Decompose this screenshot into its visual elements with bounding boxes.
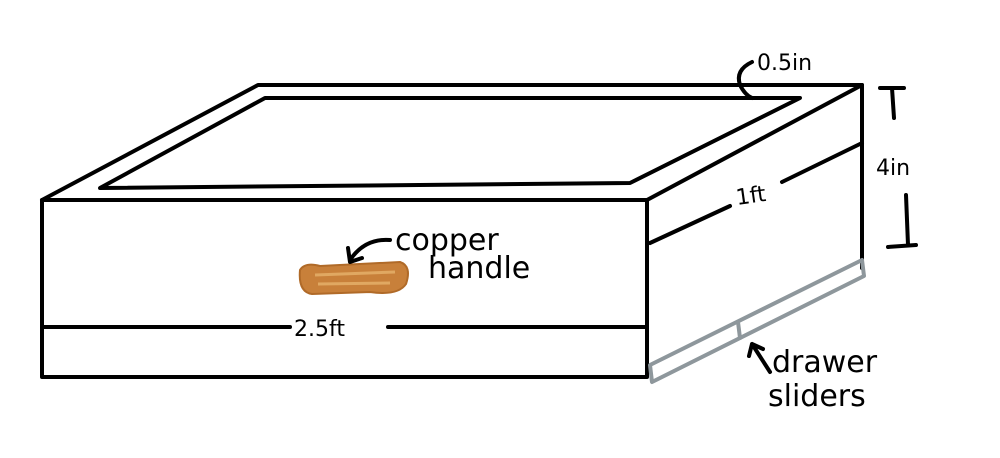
top-face bbox=[40, 83, 864, 202]
box-outline bbox=[40, 83, 864, 379]
rim-arrow bbox=[736, 60, 754, 100]
handle-label-line1: copper bbox=[395, 223, 499, 258]
height-bracket-bottom bbox=[886, 193, 918, 249]
rim-thickness-label: 0.5in bbox=[757, 51, 812, 76]
slider-rail bbox=[648, 258, 866, 384]
slider-joint bbox=[736, 320, 742, 340]
height-label: 4in bbox=[876, 156, 910, 181]
side-divider-right bbox=[780, 141, 864, 184]
handle-body bbox=[298, 260, 409, 296]
sliders-label-line1: drawer bbox=[772, 345, 878, 380]
annotations: 2.5ft 1ft 0.5in 4in copper handle drawer… bbox=[294, 51, 918, 414]
copper-handle bbox=[298, 260, 409, 296]
front-face bbox=[40, 198, 649, 379]
width-label: 2.5ft bbox=[294, 317, 345, 342]
handle-arrow bbox=[346, 237, 392, 264]
depth-label: 1ft bbox=[734, 182, 768, 211]
top-inner-rim bbox=[98, 96, 802, 190]
side-divider-left bbox=[648, 204, 732, 245]
handle-label-line2: handle bbox=[428, 251, 530, 286]
sliders-arrow bbox=[747, 342, 772, 374]
handle-texture bbox=[314, 270, 396, 286]
height-bracket-top bbox=[878, 86, 906, 120]
drawer-sliders bbox=[648, 258, 866, 384]
sliders-label-line2: sliders bbox=[768, 379, 866, 414]
